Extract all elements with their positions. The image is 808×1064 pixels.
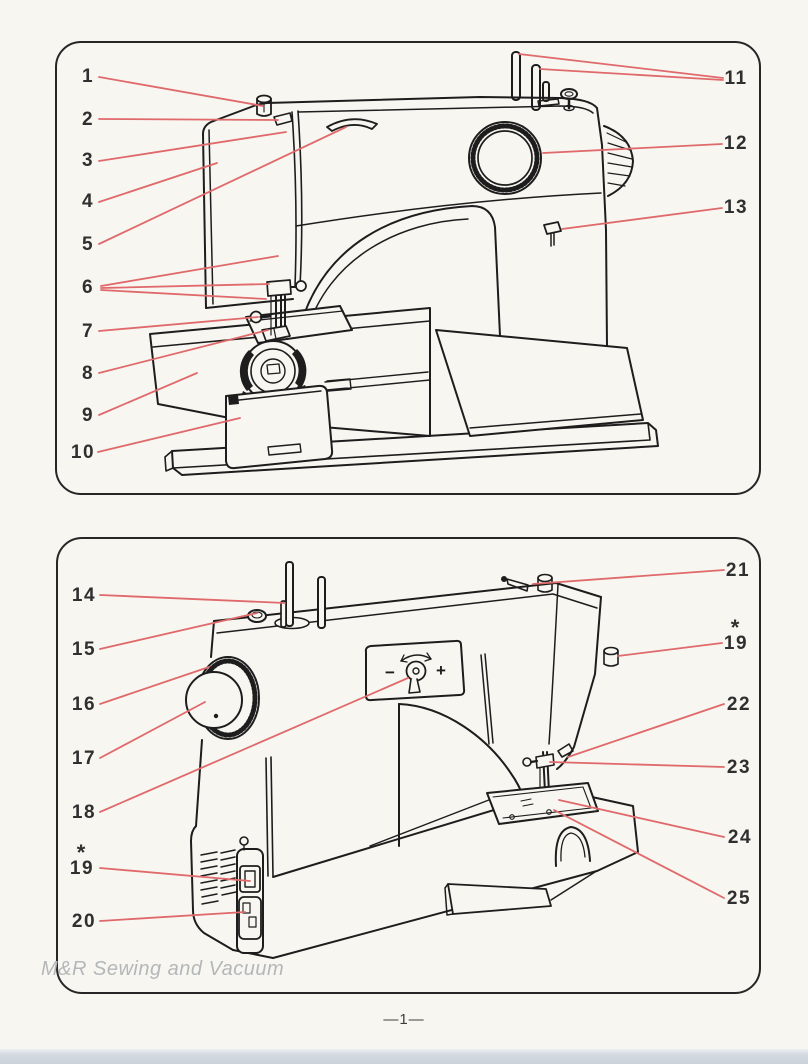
callout-label-8: 8: [81, 363, 95, 384]
callout-label-14: 14: [71, 585, 97, 606]
callout-label-22: 22: [726, 694, 752, 715]
callout-label-20: 20: [71, 911, 97, 932]
callout-label-11: 11: [724, 68, 748, 89]
callout-label-4: 4: [81, 191, 95, 212]
callout-label-19-left: 19: [69, 858, 95, 879]
callout-label-16: 16: [71, 694, 97, 715]
callout-label-7: 7: [81, 321, 95, 342]
callout-label-6: 6: [81, 277, 95, 298]
callout-label-18: 18: [71, 802, 97, 823]
callout-label-1: 1: [81, 66, 95, 87]
callout-label-9: 9: [81, 405, 95, 426]
callout-label-10: 10: [70, 442, 96, 463]
callout-label-21: 21: [725, 560, 751, 581]
asterisk-left: *: [76, 840, 86, 865]
callout-label-23: 23: [726, 757, 752, 778]
callout-label-5: 5: [81, 234, 95, 255]
rear-view-panel: [56, 537, 761, 994]
callout-label-15: 15: [71, 639, 97, 660]
watermark: M&R Sewing and Vacuum: [41, 958, 285, 980]
front-view-panel: [55, 41, 761, 495]
callout-label-3: 3: [81, 150, 95, 171]
callout-label-2: 2: [81, 109, 95, 130]
callout-label-17: 17: [71, 748, 97, 769]
page-number: —1—: [383, 1011, 425, 1028]
callout-label-25: 25: [726, 888, 752, 909]
asterisk-right: *: [730, 615, 740, 640]
callout-label-19-right: 19: [723, 633, 749, 654]
callout-label-13: 13: [723, 197, 749, 218]
callout-label-24: 24: [727, 827, 753, 848]
callout-label-12: 12: [723, 133, 749, 154]
scan-edge-strip: [0, 1049, 808, 1064]
